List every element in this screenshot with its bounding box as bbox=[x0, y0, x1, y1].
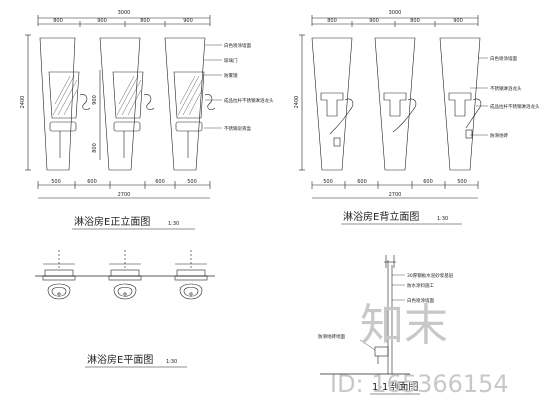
back-bottom-total: 2700 bbox=[389, 192, 402, 198]
front-bottom-dim-4: 500 bbox=[187, 179, 197, 185]
back-note-1: 白色喷涂墙面 bbox=[490, 55, 517, 62]
back-top-dim-3: 800 bbox=[410, 18, 420, 24]
plan-title: 淋浴房E平面图 bbox=[87, 353, 153, 366]
front-top-dim-4: 900 bbox=[183, 18, 193, 24]
back-bottom-dim-3: 600 bbox=[423, 179, 433, 185]
front-top-dim-3: 800 bbox=[140, 18, 150, 24]
watermark-brand: 知末 bbox=[360, 300, 448, 351]
front-elevation-scale: 1:30 bbox=[168, 221, 179, 227]
front-bottom-dim-1: 500 bbox=[51, 179, 61, 185]
back-bottom-dim-4: 500 bbox=[457, 179, 467, 185]
back-top-dim-2: 900 bbox=[369, 18, 379, 24]
front-note-3: 防雾镜 bbox=[224, 72, 238, 79]
plan-unit-2 bbox=[108, 250, 142, 300]
section-note-2: 防水涂料施工 bbox=[407, 282, 434, 289]
section-title: 1-1剖面图 bbox=[372, 380, 418, 393]
back-bottom-dim-1: 500 bbox=[323, 179, 333, 185]
front-note-1: 白色喷涂墙面 bbox=[224, 42, 251, 49]
back-note-4: 防滑地砖 bbox=[490, 132, 508, 139]
front-side-dim-2: 800 bbox=[92, 143, 98, 153]
front-top-dim-2: 900 bbox=[97, 18, 107, 24]
front-elevation-title: 淋浴房E正立面图 bbox=[74, 215, 150, 228]
back-overall-height: 2400 bbox=[294, 96, 300, 109]
plan-unit-3 bbox=[174, 250, 208, 300]
back-bottom-dim-2: 600 bbox=[357, 179, 367, 185]
section-note-4: 防滑地砖地面 bbox=[318, 333, 345, 340]
front-side-dim-1: 900 bbox=[92, 95, 98, 105]
back-top-dim-1: 800 bbox=[327, 18, 337, 24]
plan-scale: 1:30 bbox=[166, 359, 177, 365]
section-note-1: 30厚钢板水泥砂浆基层 bbox=[407, 272, 454, 279]
front-top-dim-1: 800 bbox=[53, 18, 63, 24]
front-bottom-total: 2700 bbox=[118, 192, 131, 198]
back-elevation-scale: 1:30 bbox=[437, 216, 448, 222]
back-note-3: 成品拉杆不锈钢淋浴龙头 bbox=[490, 103, 540, 110]
front-bottom-dim-3: 600 bbox=[155, 179, 165, 185]
plan-unit-1 bbox=[42, 250, 76, 300]
back-note-2: 不锈钢淋浴龙头 bbox=[490, 85, 522, 92]
plan-view bbox=[35, 250, 215, 300]
front-elevation bbox=[25, 15, 222, 199]
back-overall-width: 3000 bbox=[389, 10, 402, 16]
back-top-dim-4: 900 bbox=[453, 18, 463, 24]
front-overall-width: 3000 bbox=[118, 10, 131, 16]
back-elevation bbox=[299, 15, 488, 199]
front-note-4: 成品拉杆不锈钢淋浴龙头 bbox=[224, 97, 274, 104]
watermark-id: ID: 165366154 bbox=[330, 370, 509, 398]
front-bottom-dim-2: 600 bbox=[87, 179, 97, 185]
section-view bbox=[320, 255, 410, 375]
front-note-5: 不锈钢皂液盒 bbox=[224, 125, 251, 132]
front-overall-height: 2400 bbox=[20, 96, 26, 109]
back-elevation-title: 淋浴房E背立面图 bbox=[343, 210, 419, 223]
section-note-3: 白色喷涂墙面 bbox=[407, 297, 434, 304]
front-note-2: 玻璃门 bbox=[224, 57, 238, 64]
